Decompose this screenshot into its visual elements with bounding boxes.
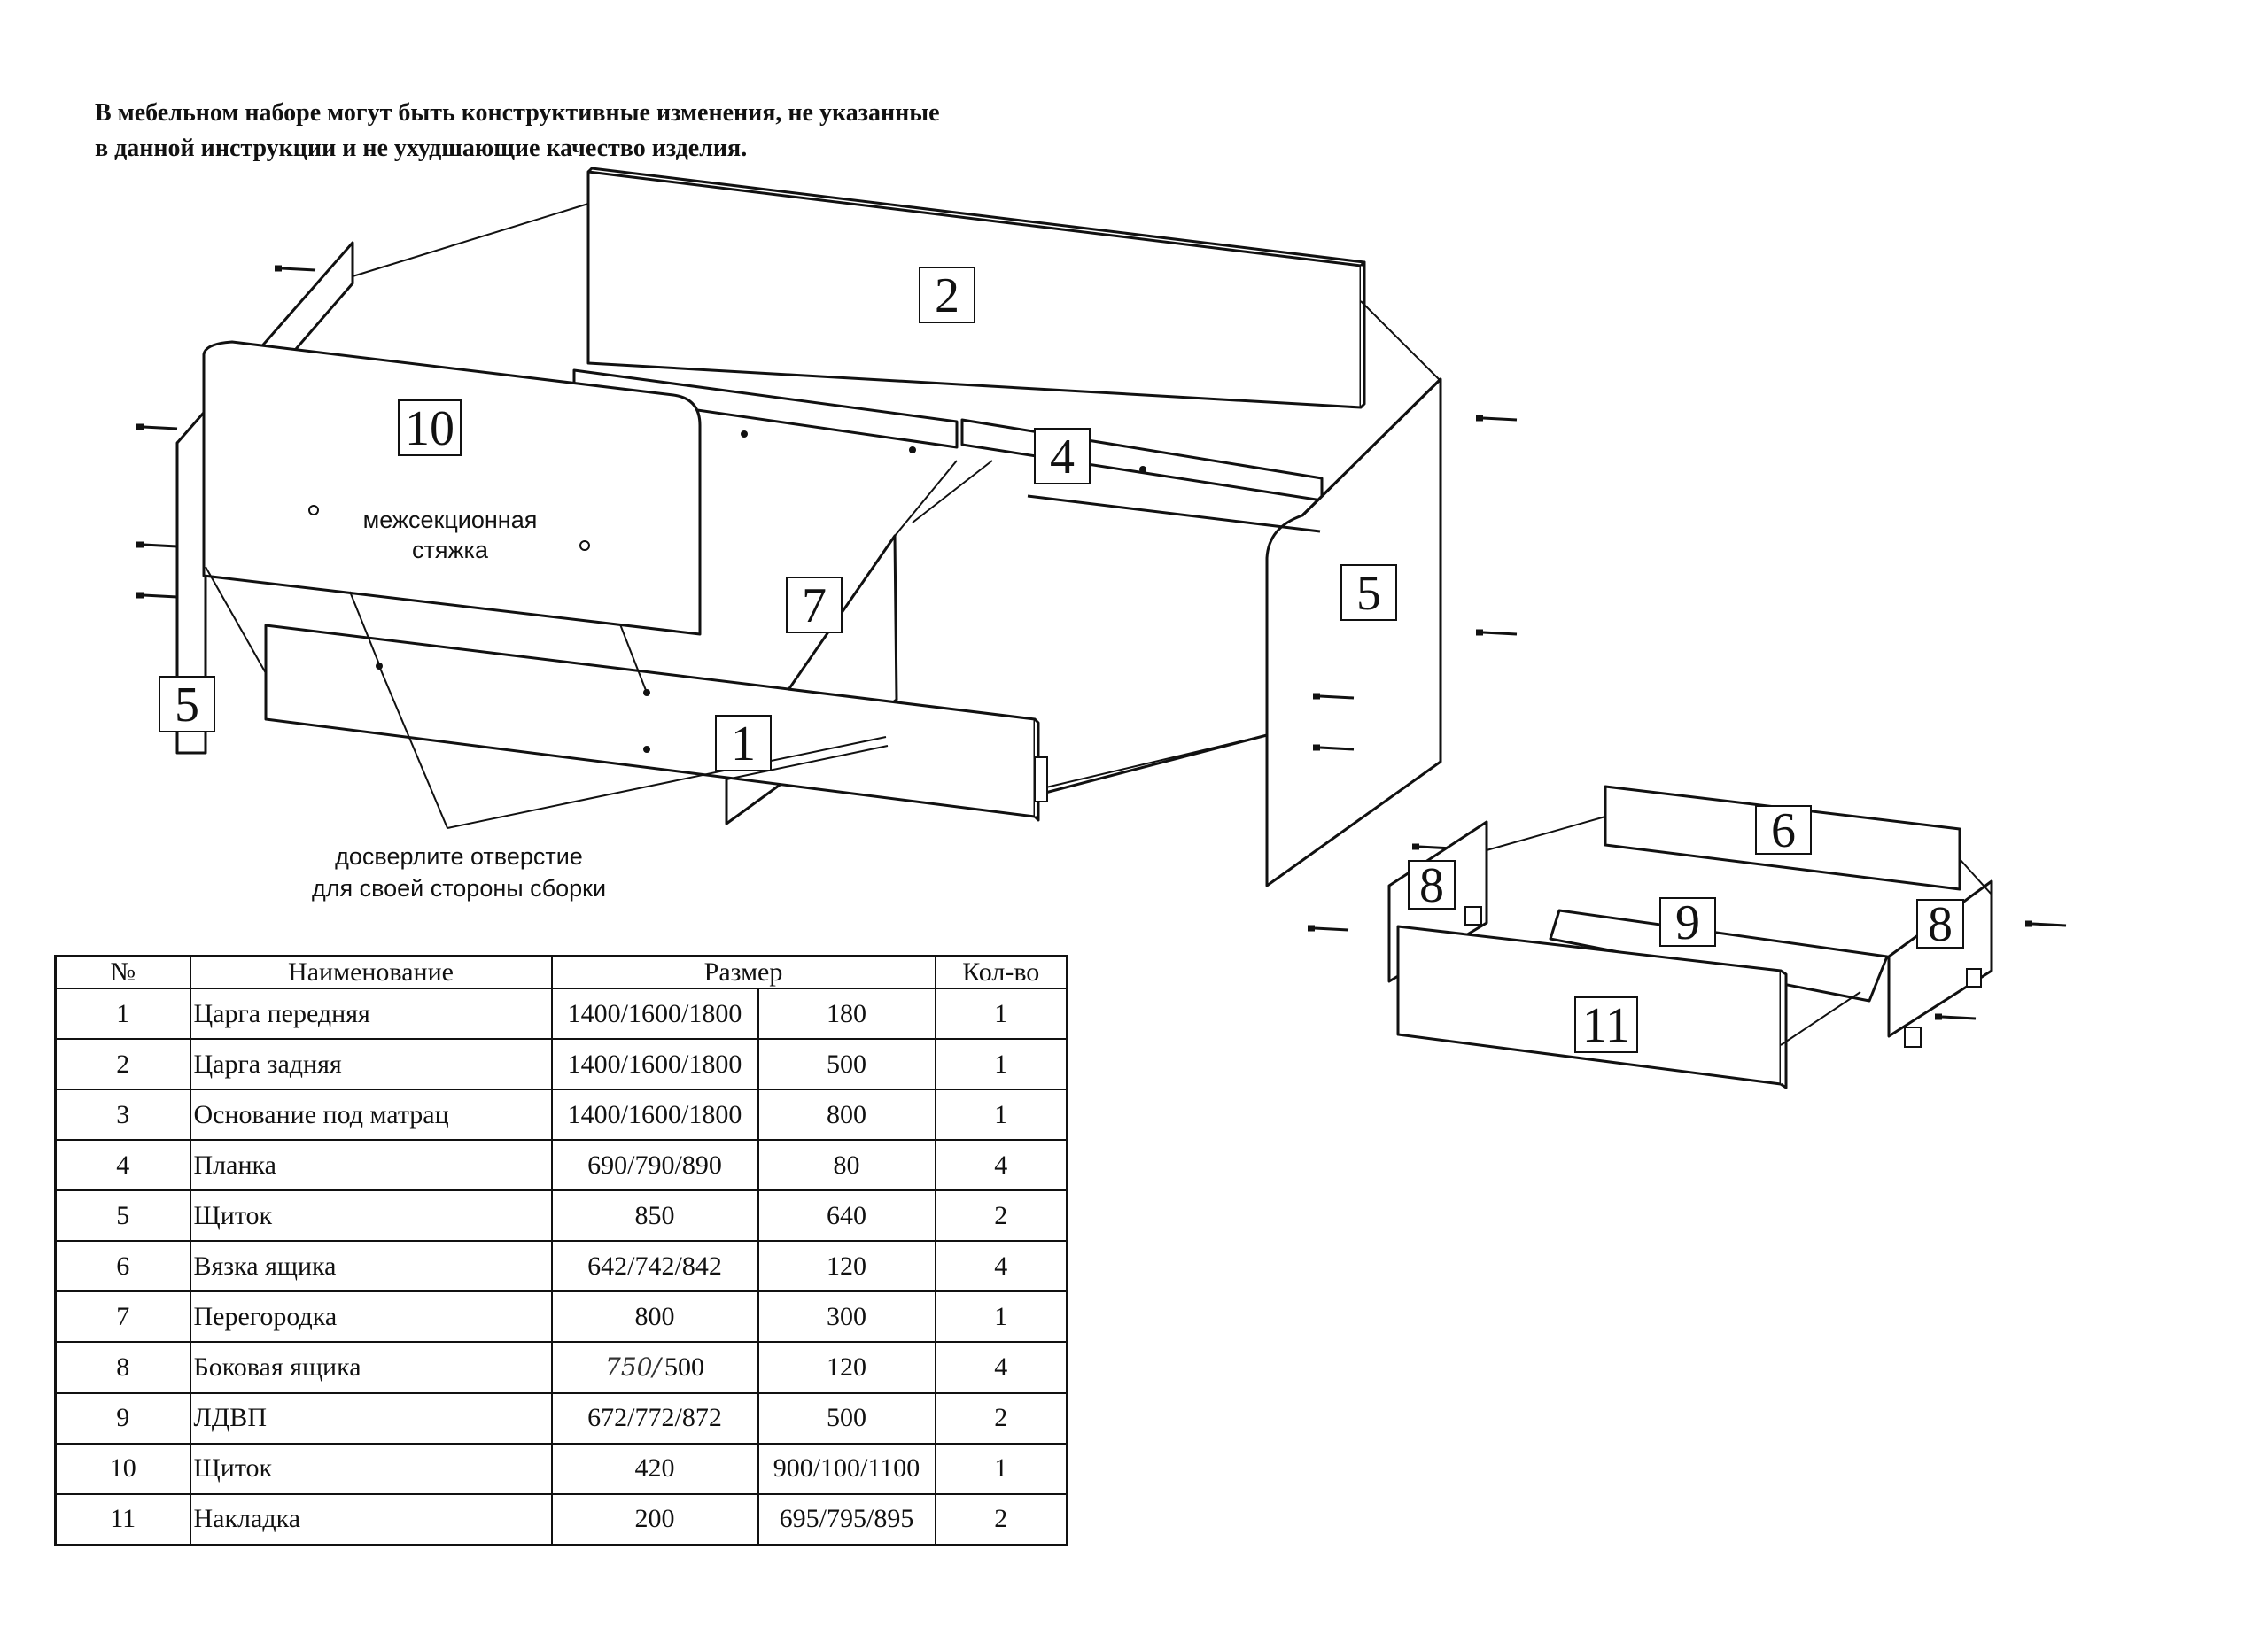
row-number: 2 — [54, 1038, 191, 1091]
row-dim1-value: 500 — [664, 1352, 704, 1382]
row-name: Щиток — [189, 1189, 553, 1243]
row-number: 8 — [54, 1341, 191, 1394]
table-row: 11 Накладка 200 695/795/895 2 — [54, 1492, 1068, 1546]
drawer-side-right — [1887, 879, 1993, 1038]
row-dim1: 672/772/872 — [550, 1391, 759, 1445]
row-name: Вязка ящика — [189, 1240, 553, 1293]
row-name: Царга задняя — [189, 1038, 553, 1091]
table-row: 4 Планка 690/790/890 80 4 — [54, 1139, 1068, 1192]
part-8-right-label: 8 — [1928, 897, 1953, 952]
row-dim2: 180 — [757, 987, 936, 1041]
row-qty: 4 — [934, 1240, 1068, 1293]
row-dim1: 690/790/890 — [550, 1139, 759, 1192]
drill-note-line-1: досверлите отверстие — [335, 843, 583, 870]
slat-right — [960, 418, 1324, 502]
front-rail-panel — [264, 624, 1037, 818]
row-dim1: 1400/1600/1800 — [550, 1089, 759, 1142]
row-qty: 1 — [934, 1038, 1068, 1091]
part-6-label: 6 — [1771, 803, 1796, 858]
row-name: Накладка — [189, 1492, 553, 1546]
headboard-panel — [202, 340, 702, 636]
row-qty: 1 — [934, 987, 1068, 1041]
row-dim2: 800 — [757, 1089, 936, 1142]
assembly-note: В мебельном наборе могут быть конструкти… — [95, 96, 1158, 167]
row-number: 3 — [54, 1089, 191, 1142]
row-dim2: 900/100/1100 — [757, 1442, 936, 1495]
part-11-label: 11 — [1582, 998, 1630, 1053]
handwritten-correction: 750/ — [605, 1352, 661, 1382]
table-row: 9 ЛДВП 672/772/872 500 2 — [54, 1391, 1068, 1445]
header-quantity: Кол-во — [934, 955, 1068, 989]
row-qty: 4 — [934, 1341, 1068, 1394]
table-row: 6 Вязка ящика 642/742/842 120 4 — [54, 1240, 1068, 1293]
note-line-2: в данной инструкции и не ухудшающие каче… — [95, 135, 748, 162]
part-1-label: 1 — [731, 717, 756, 771]
header-number: № — [54, 955, 191, 989]
row-number: 7 — [54, 1290, 191, 1344]
row-name: Царга передняя — [189, 987, 553, 1041]
row-qty: 1 — [934, 1089, 1068, 1142]
table-row: 10 Щиток 420 900/100/1100 1 — [54, 1442, 1068, 1495]
row-qty: 2 — [934, 1391, 1068, 1445]
table-row: 2 Царга задняя 1400/1600/1800 500 1 — [54, 1038, 1068, 1091]
row-dim1: 1400/1600/1800 — [550, 987, 759, 1041]
row-name: Боковая ящика — [189, 1341, 553, 1394]
row-dim2: 300 — [757, 1290, 936, 1344]
row-qty: 1 — [934, 1290, 1068, 1344]
table-row: 7 Перегородка 800 300 1 — [54, 1290, 1068, 1344]
table-row: 1 Царга передняя 1400/1600/1800 180 1 — [54, 987, 1068, 1041]
part-8-left-label: 8 — [1419, 858, 1444, 913]
row-name: Планка — [189, 1139, 553, 1192]
row-dim2: 120 — [757, 1240, 936, 1293]
row-dim2: 500 — [757, 1038, 936, 1091]
row-dim1: 750/500 — [550, 1341, 759, 1394]
row-dim1: 800 — [550, 1290, 759, 1344]
note-line-1: В мебельном наборе могут быть конструкти… — [95, 99, 940, 127]
row-qty: 2 — [934, 1492, 1068, 1546]
row-dim1: 420 — [550, 1442, 759, 1495]
row-dim2: 500 — [757, 1391, 936, 1445]
row-qty: 4 — [934, 1139, 1068, 1192]
row-number: 4 — [54, 1139, 191, 1192]
parts-table: № Наименование Размер Кол-во 1 Царга пер… — [54, 955, 1069, 1546]
row-name: Перегородка — [189, 1290, 553, 1344]
row-number: 11 — [54, 1492, 191, 1546]
row-number: 10 — [54, 1442, 191, 1495]
part-7-label: 7 — [802, 578, 827, 633]
row-qty: 2 — [934, 1189, 1068, 1243]
part-9-label: 9 — [1675, 895, 1700, 950]
row-number: 1 — [54, 987, 191, 1041]
header-name: Наименование — [189, 955, 553, 989]
row-dim2: 695/795/895 — [757, 1492, 936, 1546]
row-qty: 1 — [934, 1442, 1068, 1495]
row-name: Основание под матрац — [189, 1089, 553, 1142]
drill-note-line-2: для своей стороны сборки — [312, 875, 606, 902]
row-number: 9 — [54, 1391, 191, 1445]
part-10-label: 10 — [405, 401, 454, 456]
table-row: 8 Боковая ящика 750/500 120 4 — [54, 1341, 1068, 1394]
row-dim1: 642/742/842 — [550, 1240, 759, 1293]
part-5-left-label: 5 — [175, 678, 199, 732]
tie-label-line-2: стяжка — [412, 537, 489, 563]
part-4-label: 4 — [1050, 430, 1075, 484]
part-5-right-label: 5 — [1356, 566, 1381, 621]
row-dim2: 120 — [757, 1341, 936, 1394]
table-header-row: № Наименование Размер Кол-во — [54, 955, 1068, 989]
table-row: 5 Щиток 850 640 2 — [54, 1189, 1068, 1243]
tie-label-line-1: межсекционная — [363, 507, 538, 533]
row-dim2: 640 — [757, 1189, 936, 1243]
row-dim1: 850 — [550, 1189, 759, 1243]
part-2-label: 2 — [935, 268, 959, 323]
row-name: ЛДВП — [189, 1391, 553, 1445]
row-dim1: 200 — [550, 1492, 759, 1546]
row-name: Щиток — [189, 1442, 553, 1495]
right-side-panel — [1265, 377, 1442, 887]
row-dim1: 1400/1600/1800 — [550, 1038, 759, 1091]
header-size: Размер — [550, 955, 936, 989]
row-number: 5 — [54, 1189, 191, 1243]
row-dim2: 80 — [757, 1139, 936, 1192]
table-row: 3 Основание под матрац 1400/1600/1800 80… — [54, 1089, 1068, 1142]
row-number: 6 — [54, 1240, 191, 1293]
